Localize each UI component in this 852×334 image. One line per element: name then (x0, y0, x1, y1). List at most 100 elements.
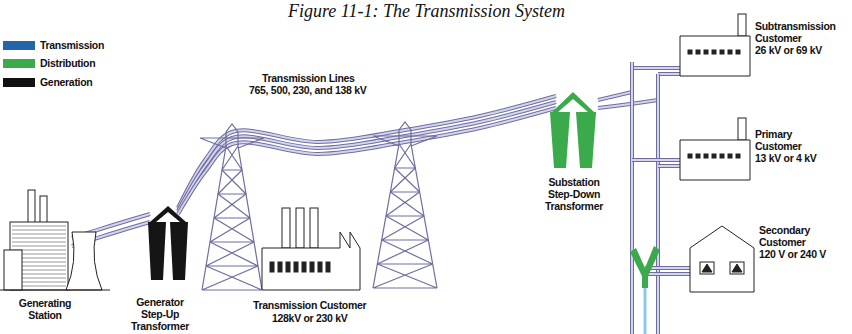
distribution-lines (631, 62, 633, 92)
transmission-tower (206, 242, 258, 266)
subtransmission-factory (728, 50, 732, 54)
transmission-conductors (178, 102, 556, 211)
primary-factory (738, 118, 746, 140)
legend-text: Distribution (40, 57, 95, 69)
substation-step-down-transformer (550, 92, 596, 168)
component-label: 765, 500, 230, and 138 kV (248, 84, 367, 96)
transmission-tower (200, 138, 264, 148)
subtransmission-factory (736, 50, 740, 54)
subtransmission-factory (696, 50, 700, 54)
transmission-customer-factory (302, 262, 306, 272)
distribution-lines (644, 285, 647, 334)
generating-station (12, 238, 66, 239)
substation-step-down-transformer (550, 112, 570, 168)
step-up-transformer (170, 222, 188, 280)
transmission-tower (202, 266, 262, 290)
transmission-tower (395, 144, 416, 168)
transmission-conductors (178, 96, 556, 214)
generating-station (12, 242, 66, 243)
transmission-tower (218, 170, 246, 194)
transmission-customer-factory (294, 262, 298, 272)
transmission-customer-factory (262, 208, 360, 290)
substation-step-down-transformer (576, 112, 596, 168)
legend-swatch (3, 59, 35, 68)
component-label: Generator Step-Up Transformer (122, 296, 198, 332)
transmission-conductors (178, 102, 556, 211)
transmission-customer-factory (310, 208, 318, 248)
legend-text: Generation (40, 76, 92, 88)
component-label: Primary Customer (754, 128, 826, 152)
generating-station (12, 234, 66, 235)
subtransmission-factory (704, 50, 708, 54)
legend-swatch (3, 41, 35, 50)
distribution-lines (632, 66, 680, 70)
distribution-lines (598, 100, 658, 108)
transmission-customer-factory (286, 262, 290, 272)
subtransmission-factory (712, 50, 716, 54)
transmission-tower (214, 194, 250, 218)
subtransmission-factory (688, 50, 692, 54)
transmission-tower (202, 124, 262, 290)
legend-text: Transmission (40, 39, 104, 51)
transmission-tower (373, 122, 437, 288)
generating-station (12, 226, 66, 227)
subtransmission-factory (720, 50, 724, 54)
primary-factory (720, 154, 724, 158)
generating-station (12, 230, 66, 231)
transmission-conductors (178, 96, 556, 208)
distribution-lines (656, 100, 660, 334)
secondary-house (690, 226, 754, 292)
primary-factory (696, 154, 700, 158)
legend-entry: Generation (3, 76, 92, 88)
transmission-customer-factory (296, 208, 304, 248)
generating-station (40, 196, 47, 224)
figure-title: Figure 11-1: The Transmission System (288, 1, 565, 22)
distribution-lines (658, 164, 680, 168)
secondary-house (702, 264, 742, 272)
distribution-lines (658, 72, 680, 76)
primary-factory (728, 154, 732, 158)
component-label: Subtransmission Customer (754, 20, 850, 44)
transmission-customer-factory (310, 262, 314, 272)
component-label: 120 V or 240 V (758, 248, 827, 260)
transmission-conductors (178, 108, 556, 214)
transmission-tower (386, 192, 424, 216)
distribution-lines (632, 67, 680, 69)
transmission-customer-factory (326, 262, 330, 272)
transmission-tower (373, 122, 437, 288)
distribution-lines (598, 100, 658, 108)
distribution-lines (630, 92, 634, 334)
step-up-transformer (148, 222, 166, 280)
primary-factory (704, 154, 708, 158)
generating-station (0, 190, 110, 290)
transmission-customer-factory (262, 232, 360, 290)
distribution-lines (632, 159, 680, 161)
distribution-lines (657, 100, 659, 334)
component-label: Substation Step-Down Transformer (536, 176, 612, 212)
component-label: 26 kV or 69 kV (754, 44, 823, 56)
legend-entry: Transmission (3, 39, 104, 51)
distribution-lines (657, 74, 659, 100)
transmission-customer-factory (278, 262, 282, 272)
distribution-lines (656, 74, 660, 100)
transmission-tower (390, 168, 419, 192)
generating-station (28, 190, 35, 224)
component-label: Secondary Customer (758, 224, 830, 248)
primary-factory (736, 154, 740, 158)
component-label: 13 kV or 4 kV (754, 152, 817, 164)
transmission-tower (382, 216, 429, 240)
subtransmission-factory (738, 14, 746, 36)
legend-swatch (3, 78, 35, 87)
pole-top-transformer (630, 246, 660, 288)
transmission-customer-factory (318, 262, 322, 272)
component-label: Transmission Customer (252, 299, 367, 311)
primary-factory (680, 118, 750, 180)
transmission-tower (222, 146, 242, 170)
transmission-conductors (178, 108, 556, 214)
generating-station (12, 246, 66, 247)
component-label: Transmission Lines (261, 72, 356, 84)
secondary-house (690, 226, 754, 292)
step-up-transformer (150, 206, 186, 222)
pole-top-transformer (630, 246, 660, 288)
transmission-customer-factory (282, 208, 290, 248)
